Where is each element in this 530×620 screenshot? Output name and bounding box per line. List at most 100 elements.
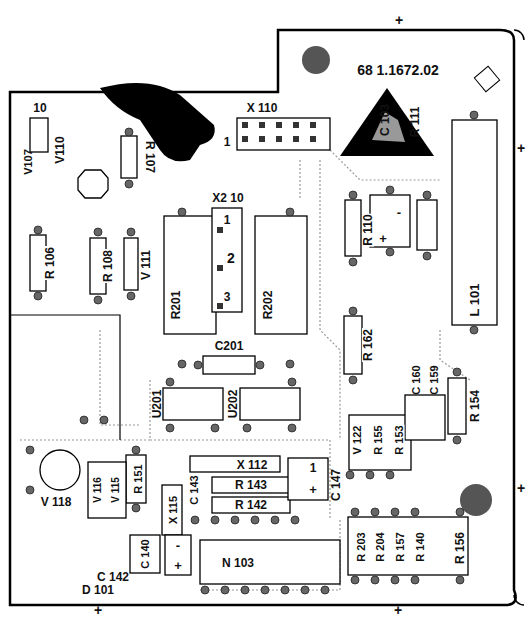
solder-pad	[321, 586, 329, 594]
header-pin	[217, 265, 223, 271]
part-label: R201	[170, 290, 182, 321]
mounting-pad	[302, 46, 330, 74]
solder-pad	[351, 576, 359, 584]
mounting-pad	[460, 484, 492, 516]
part-label: -	[396, 206, 402, 219]
resistor-symbol	[344, 316, 362, 374]
part-label: +	[378, 232, 388, 245]
part-label: R 156	[454, 531, 466, 565]
resistor-symbol	[212, 477, 290, 493]
header-pin	[242, 122, 248, 128]
solder-pad	[349, 376, 357, 384]
part-label: R 107	[144, 140, 156, 174]
part-label: +	[393, 603, 403, 617]
header-pin	[310, 122, 316, 128]
part-label: +	[308, 483, 318, 496]
trace	[320, 160, 340, 440]
header-pin	[276, 136, 282, 142]
part-label: 68 1.1672.02	[356, 63, 440, 77]
solder-pad	[125, 128, 133, 136]
header-pin	[259, 136, 265, 142]
ic-outline	[163, 388, 223, 420]
solder-pad	[386, 186, 394, 194]
part-label: R 110	[362, 213, 374, 246]
part-label: X 110	[246, 102, 279, 114]
solder-pad	[371, 508, 379, 516]
solder-pad	[94, 228, 102, 236]
approval-stamp	[474, 66, 499, 91]
part-label: V 118	[40, 496, 73, 508]
part-label: C 159	[429, 364, 440, 395]
part-label: V107	[23, 148, 34, 176]
ic-outline	[240, 388, 300, 420]
solder-pad	[391, 576, 399, 584]
resistor-symbol	[448, 378, 466, 434]
header-outline	[162, 485, 182, 535]
solder-pad	[349, 191, 357, 199]
solder-pad	[127, 228, 135, 236]
pointing-hand	[100, 83, 215, 161]
part-label: N 103	[221, 557, 255, 569]
pin-group	[217, 122, 316, 309]
diode-symbol	[124, 238, 138, 290]
solder-pad	[386, 471, 394, 479]
solder-pad	[411, 508, 419, 516]
part-label: +	[173, 559, 183, 572]
resistor-array	[349, 415, 411, 470]
solder-pad	[166, 424, 174, 432]
part-label: C 147	[330, 468, 342, 502]
connector-outline	[30, 118, 48, 152]
solder-pad	[194, 361, 202, 369]
header-pin	[242, 136, 248, 142]
part-label: C 143	[189, 474, 200, 505]
solder-pad	[26, 486, 34, 494]
header-pin	[259, 122, 265, 128]
solder-pad	[221, 586, 229, 594]
copper-edge	[10, 315, 120, 440]
inductor-symbol	[452, 120, 497, 325]
solder-pad	[211, 516, 219, 524]
solder-pad	[251, 516, 259, 524]
part-label: R 155	[373, 424, 384, 455]
part-label: +	[394, 13, 404, 27]
transistor-outline	[78, 170, 108, 198]
solder-pad	[286, 208, 294, 216]
part-label: V 115	[111, 476, 121, 504]
solder-pad	[286, 360, 294, 368]
solder-pad	[178, 360, 186, 368]
part-label: L 101	[468, 282, 481, 317]
resistor-symbol	[417, 200, 437, 250]
part-label: +	[93, 603, 103, 617]
part-label: U202	[227, 389, 239, 420]
ic-outline	[200, 540, 340, 584]
part-label: R 106	[44, 246, 56, 280]
trace	[200, 520, 340, 590]
part-label: D 101	[81, 584, 115, 596]
part-label: R 203	[356, 531, 367, 562]
part-label: V 122	[352, 425, 363, 456]
solder-pad	[470, 111, 478, 119]
part-label: +	[516, 141, 526, 155]
part-label: 1	[223, 136, 232, 148]
header-pin	[310, 136, 316, 142]
part-label: R 151	[133, 463, 144, 494]
part-label: R 142	[234, 499, 268, 511]
solder-pad	[191, 516, 199, 524]
part-label: X 115	[168, 495, 179, 525]
header-pin	[293, 136, 299, 142]
solder-pad	[351, 508, 359, 516]
part-label: R 157	[395, 531, 406, 562]
solder-pad	[453, 436, 461, 444]
corner-notch	[514, 595, 524, 605]
resistor-array	[348, 517, 468, 575]
capacitor-symbol	[203, 356, 255, 374]
part-label: R 140	[415, 531, 426, 562]
part-label: R 108	[102, 249, 114, 283]
part-label: C201	[214, 340, 245, 352]
header-pin	[217, 227, 223, 233]
solder-pad	[386, 248, 394, 256]
solder-pad	[470, 326, 478, 334]
capacitor-symbol	[165, 535, 191, 575]
part-label: V 116	[93, 476, 103, 504]
